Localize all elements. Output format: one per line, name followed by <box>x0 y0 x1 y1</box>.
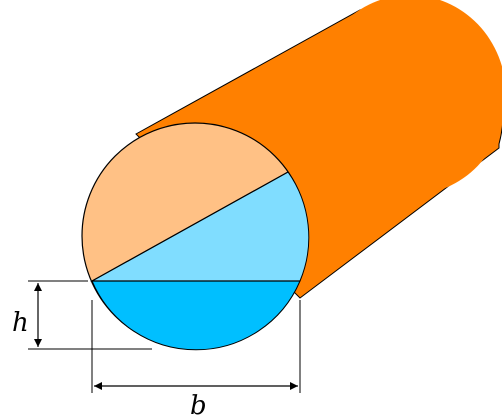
diagonal-line <box>91 171 289 282</box>
width-label: b <box>190 391 207 418</box>
upper-liquid-slice <box>90 171 310 282</box>
cylinder-far-end <box>314 0 502 195</box>
lower-segment <box>91 280 301 351</box>
height-label: h <box>12 308 29 338</box>
